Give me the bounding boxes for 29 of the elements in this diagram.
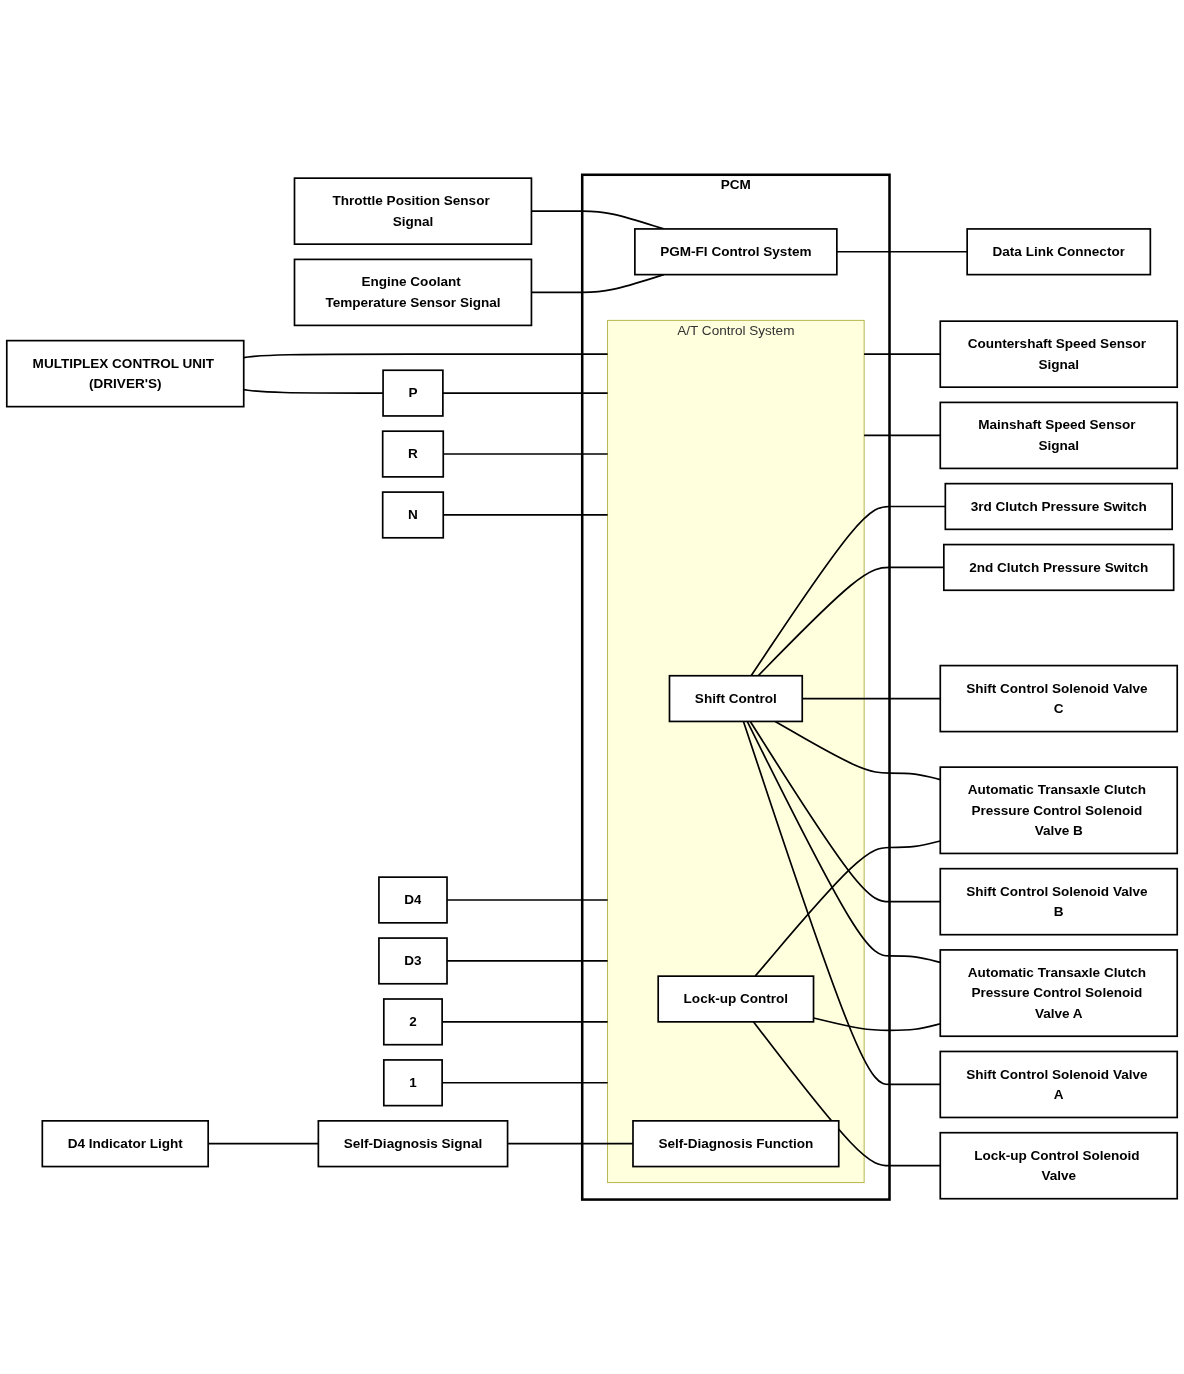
- node-box: Engine Coolant Temperature Sensor Signal: [293, 258, 533, 327]
- node-box: P: [382, 369, 444, 417]
- node-box: Shift Control Solenoid Valve A: [939, 1050, 1179, 1119]
- node-box: 1: [382, 1058, 443, 1107]
- node-box: Countershaft Speed Sensor Signal: [939, 320, 1179, 388]
- node-box: Shift Control Solenoid Valve B: [939, 867, 1179, 936]
- node-box: Data Link Connector: [966, 227, 1152, 276]
- node-box: Self-Diagnosis Signal: [317, 1119, 509, 1168]
- node-box: Lock-up Control: [657, 975, 815, 1023]
- node-box: Self-Diagnosis Function: [632, 1119, 840, 1168]
- connector: [836, 250, 968, 253]
- connector: [442, 392, 609, 394]
- node-box: Shift Control Solenoid Valve C: [939, 664, 1179, 733]
- node-box: MULTIPLEX CONTROL UNIT (DRIVER'S): [5, 339, 245, 408]
- node-box: D3: [378, 937, 448, 985]
- node-box: D4: [378, 876, 448, 924]
- node-box: Mainshaft Speed Sensor Signal: [939, 401, 1179, 470]
- node-box: R: [381, 430, 445, 478]
- node-box: Automatic Transaxle Clutch Pressure Control Solenoid Valve A: [939, 948, 1179, 1037]
- node-box: 2nd Clutch Pressure Switch: [943, 543, 1175, 591]
- node-box: Shift Control: [668, 674, 804, 723]
- node-box: Throttle Position Sensor Signal: [293, 177, 533, 245]
- node-box: 3rd Clutch Pressure Switch: [944, 482, 1173, 530]
- node-box: PGM-FI Control System: [634, 227, 838, 276]
- node-box: D4 Indicator Light: [41, 1119, 210, 1168]
- node-box: Lock-up Control Solenoid Valve: [939, 1131, 1179, 1200]
- node-box: N: [381, 491, 445, 539]
- node-box: Automatic Transaxle Clutch Pressure Control Solenoid Valve B: [939, 766, 1179, 855]
- node-box: 2: [382, 998, 443, 1046]
